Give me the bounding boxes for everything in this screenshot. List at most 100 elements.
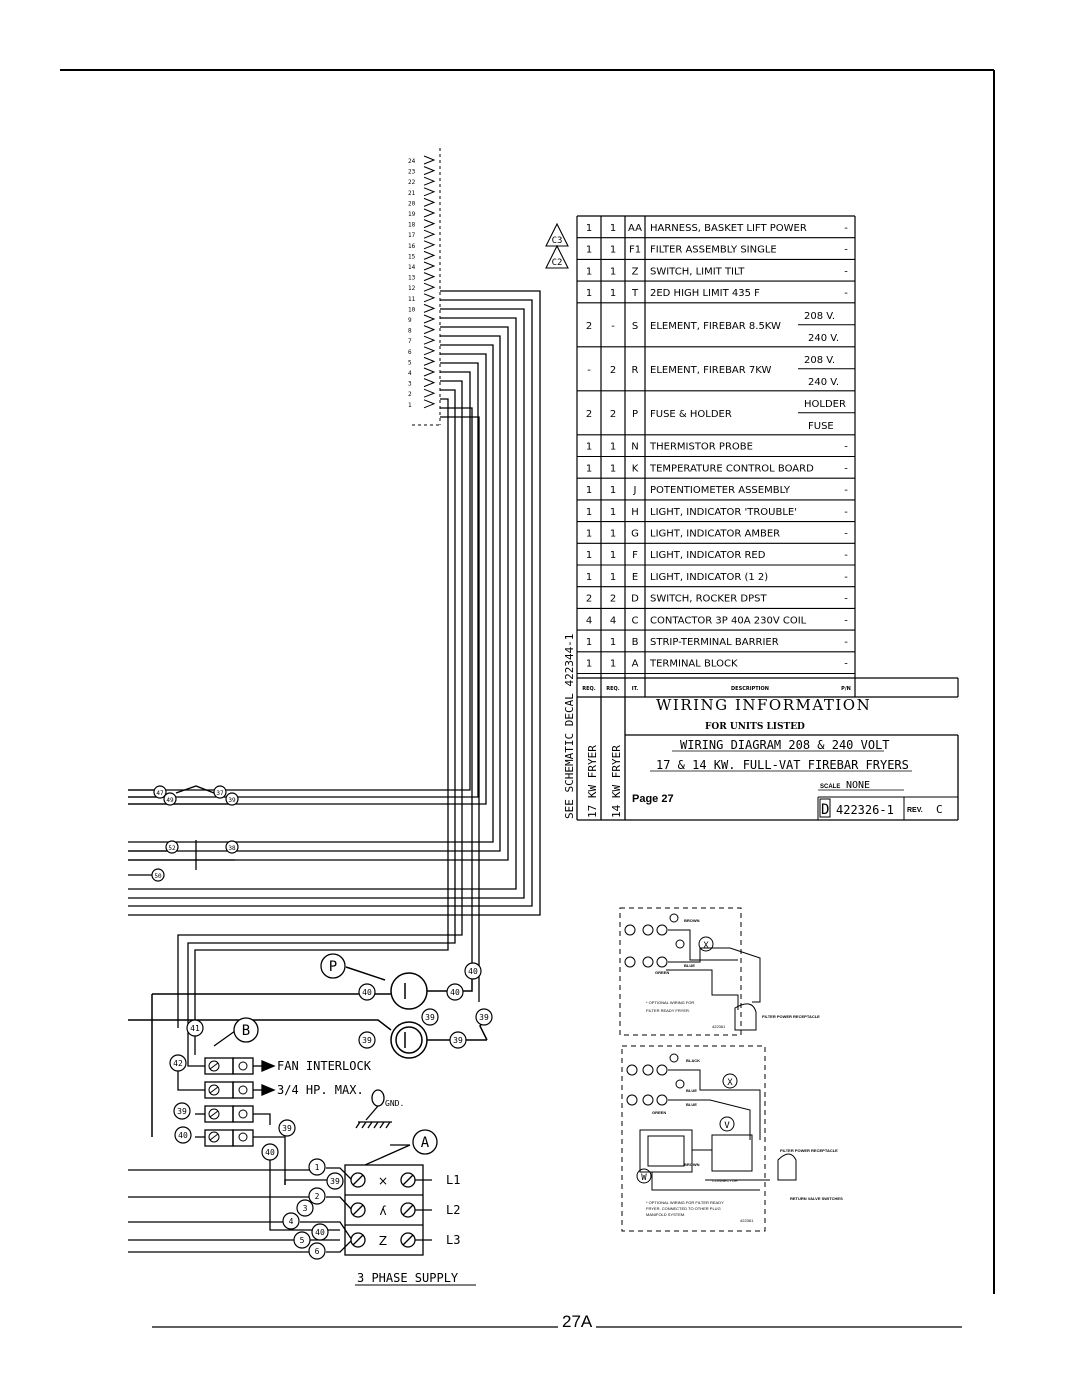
row-desc: LIGHT, INDICATOR RED [650, 550, 766, 561]
inset-bottom-part: 422361 [740, 1218, 754, 1223]
connector-pin-mark-18 [423, 219, 436, 229]
row-qty14: 1 [610, 572, 616, 583]
row-qty14: 1 [610, 550, 616, 561]
row-desc: THERMISTOR PROBE [649, 442, 753, 453]
node-39-top-circle [225, 792, 239, 806]
left-wire-39-circle [173, 1102, 191, 1120]
fuse-wire-39-b: 39 [475, 1008, 493, 1026]
inset-top [619, 907, 761, 1036]
connector-pin-mark-11 [423, 293, 436, 303]
phase-l1-label: L1 [446, 1173, 460, 1187]
connector-pin-17: 17 [408, 232, 416, 239]
fuse-wire-39-a-circle [421, 1008, 439, 1026]
row-sub-2: 240 V. [808, 333, 839, 344]
node-47: 47 [153, 785, 167, 799]
connector-pin-12: 12 [408, 285, 416, 292]
node-47-text: 47 [156, 790, 164, 797]
inset-bottom-component-w: W [641, 1173, 647, 1183]
connector-pin-1: 1 [408, 402, 412, 409]
block-wire-40-text: 40 [315, 1228, 325, 1237]
terminal-block-a [128, 1144, 432, 1256]
inset-top-wire-brown: BROWN [684, 918, 700, 923]
node-49-text: 49 [166, 797, 174, 804]
block-wire-39: 39 [326, 1172, 344, 1190]
connector-pin-8: 8 [408, 328, 412, 335]
block-wire-39-text: 39 [330, 1177, 340, 1186]
connector-pin-mark-24 [423, 155, 436, 165]
row-item: H [631, 507, 639, 518]
row-pn: - [844, 594, 848, 605]
fuse-wire-39-c-circle [358, 1031, 376, 1049]
node-37: 37 [213, 785, 227, 799]
row-desc: 2ED HIGH LIMIT 435 F [650, 288, 760, 299]
node-37-circle [213, 785, 227, 799]
fuse-wire-40-c-text: 40 [468, 967, 478, 976]
row-item: J [633, 485, 637, 496]
node-50: 50 [151, 868, 165, 882]
connector-pin-22: 22 [408, 179, 416, 186]
inset-top-receptacle: FILTER POWER RECEPTACLE [762, 1014, 820, 1019]
row-item: C [632, 615, 639, 626]
fuse-wire-39-d-circle [449, 1031, 467, 1049]
row-qty14: 2 [610, 594, 616, 605]
left-wire-41-text: 41 [190, 1024, 200, 1033]
row-item: K [632, 463, 639, 474]
row-desc: LIGHT, INDICATOR AMBER [650, 528, 780, 539]
node-52: 52 [165, 840, 179, 854]
page-frame [60, 69, 995, 1294]
inset-bottom-wire-blue-2: BLUE [686, 1102, 697, 1107]
left-wire-40-text: 40 [178, 1131, 188, 1140]
inset-bottom-receptacle: FILTER POWER RECEPTACLE [780, 1148, 838, 1153]
phase-l2-label: L2 [446, 1203, 460, 1217]
drawing-number: 422326-1 [836, 803, 894, 817]
wiring-info-subheading: FOR UNITS LISTED [705, 722, 805, 732]
row-item: F [632, 550, 638, 561]
row-qty17: 1 [586, 572, 592, 583]
node-52-circle [165, 840, 179, 854]
node-49-circle [163, 792, 177, 806]
supply-wire-4-circle [282, 1212, 300, 1230]
inset-top-note-2: FILTER READY FRYER. [646, 1008, 690, 1013]
rev-value: C [936, 803, 943, 816]
row-pn: - [844, 528, 848, 539]
row-qty14: 1 [610, 528, 616, 539]
row-pn: - [844, 442, 848, 453]
left-wire-39-b-circle [278, 1119, 296, 1137]
node-50-text: 50 [154, 873, 162, 880]
terminal-a-slot-left-2 [352, 1204, 364, 1216]
fuse-wire-39-a: 39 [421, 1008, 439, 1026]
left-wire-42-text: 42 [173, 1059, 183, 1068]
row-pn: - [844, 637, 848, 648]
row-qty17: 2 [586, 321, 592, 332]
terminal-b-screw-slot-4 [209, 1133, 219, 1141]
fan-hp-label: 3/4 HP. MAX. [277, 1083, 364, 1097]
terminal-a-slot-right-3 [402, 1234, 414, 1246]
row-qty17: 4 [586, 615, 592, 626]
fuse-wire-40-b-circle [446, 983, 464, 1001]
supply-wire-2: 2 [308, 1187, 326, 1205]
connector-pin-15: 15 [408, 253, 416, 260]
connector-pin-mark-7 [423, 335, 436, 345]
col-17kw-label: 17 KW FRYER [586, 745, 599, 818]
row-item: N [631, 442, 638, 453]
row-item: Z [632, 266, 639, 277]
row-qty17: 1 [586, 637, 592, 648]
row-pn: - [844, 507, 848, 518]
left-wire-42: 42 [169, 1054, 187, 1072]
connector-pin-9: 9 [408, 317, 412, 324]
connector-pin-mark-5 [423, 356, 436, 366]
left-wire-39-b-text: 39 [282, 1124, 292, 1133]
terminal-b-screw-r-3 [238, 1109, 248, 1119]
row-qty14: 2 [610, 409, 616, 420]
fuse-wire-39-a-text: 39 [425, 1013, 435, 1022]
title-block [576, 677, 959, 821]
connector-pin-mark-10 [423, 303, 436, 313]
left-wire-40-b: 40 [261, 1143, 279, 1161]
row-qty17: 2 [586, 409, 592, 420]
